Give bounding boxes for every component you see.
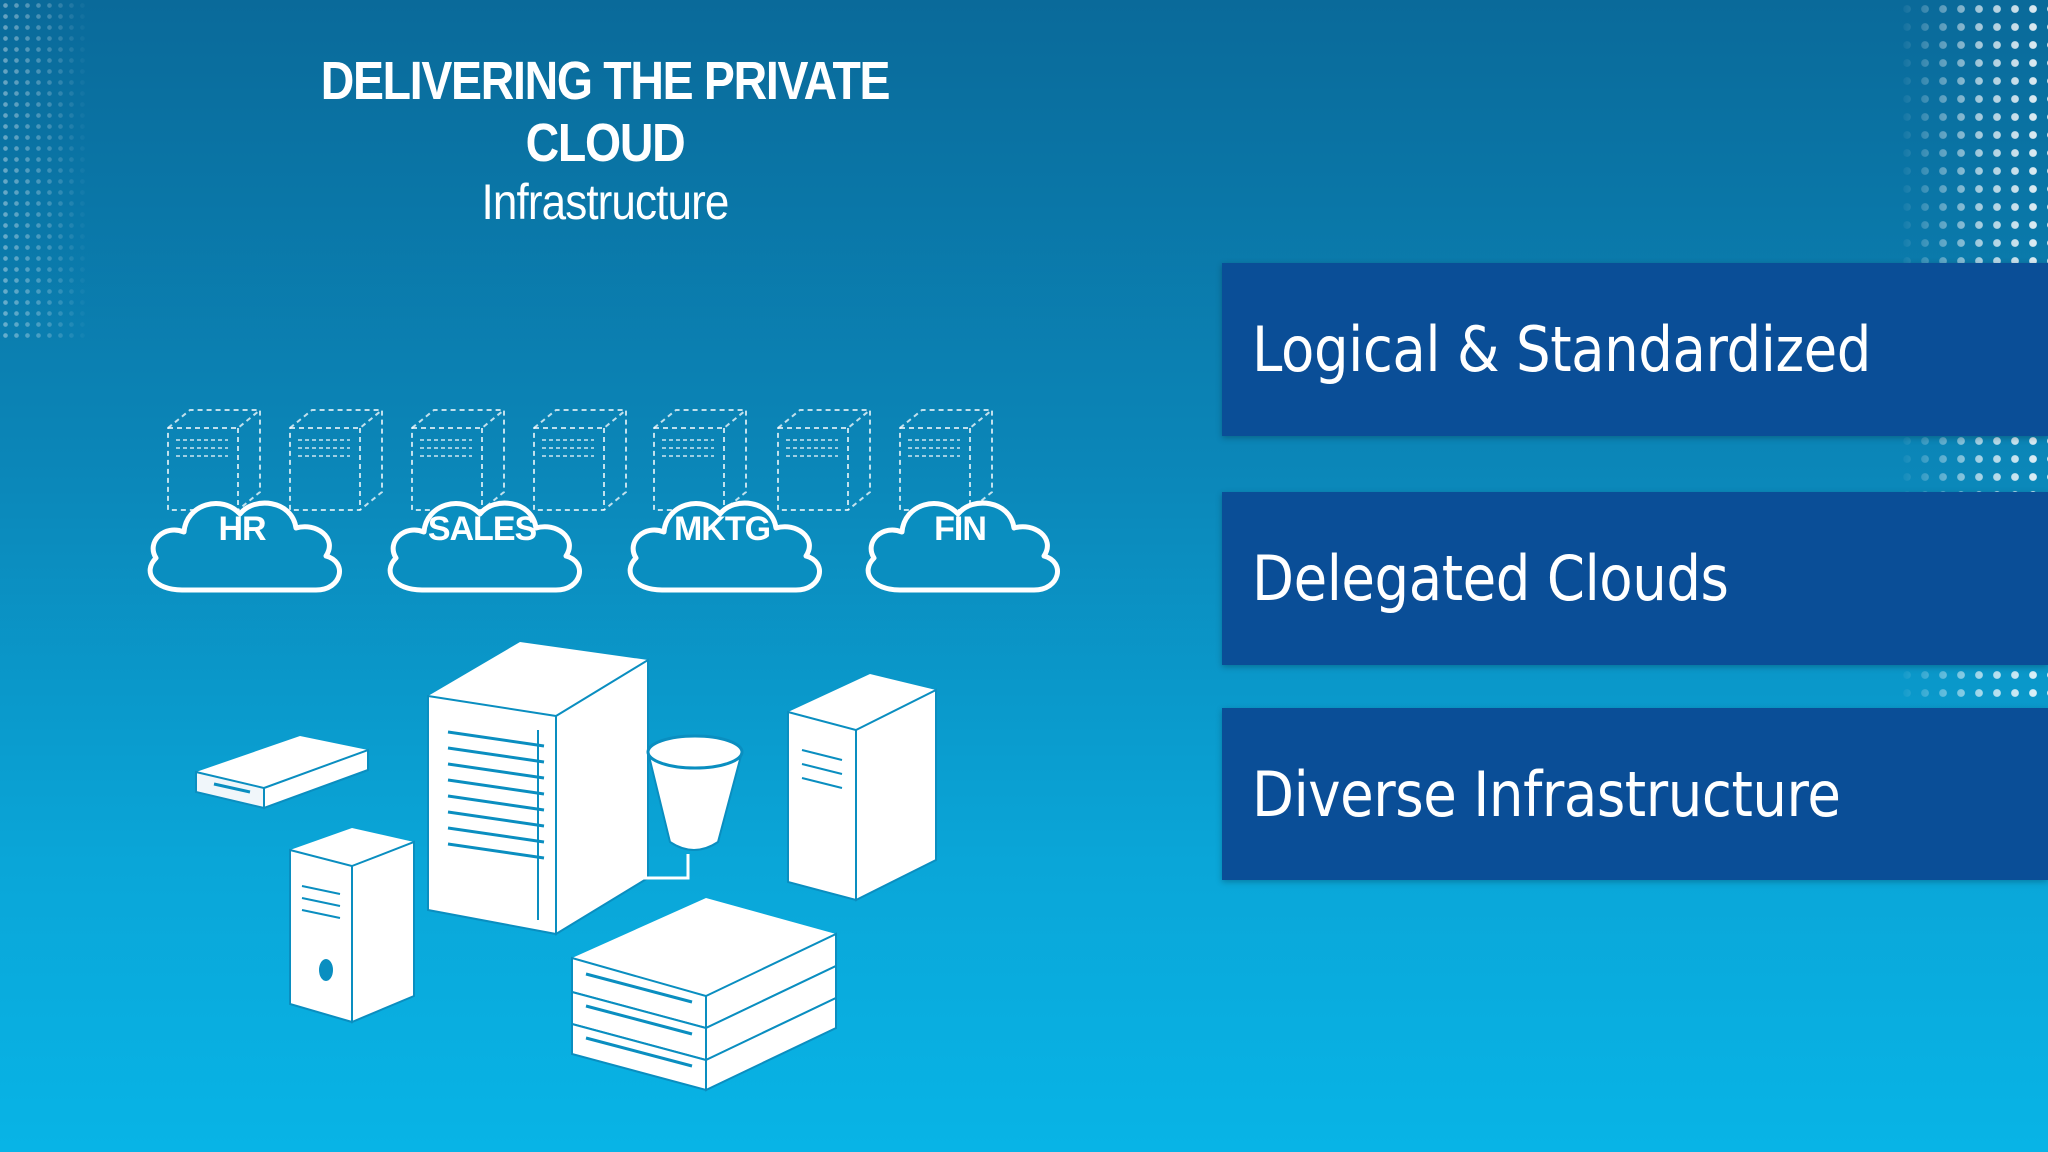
title-block: DELIVERING THE PRIVATE CLOUD Infrastruct… — [190, 50, 1020, 230]
server-tower-icon — [289, 828, 415, 1024]
feature-panel-delegated: Delegated Clouds — [1222, 492, 2048, 665]
cloud-icon: SALES — [390, 503, 579, 590]
slide-title: DELIVERING THE PRIVATE CLOUD — [320, 51, 891, 173]
cloud-icon: HR — [150, 503, 339, 590]
virtual-server-icon — [899, 409, 993, 511]
virtual-server-icon — [777, 409, 871, 511]
feature-panel-logical: Logical & Standardized — [1222, 263, 2048, 436]
feature-panel-diverse: Diverse Infrastructure — [1222, 708, 2048, 880]
virtual-server-icon — [533, 409, 627, 511]
slide-subtitle: Infrastructure — [481, 174, 730, 230]
cloud-label-fin: FIN — [934, 510, 986, 548]
virtual-server-icon — [653, 409, 747, 511]
virtual-server-icon — [411, 409, 505, 511]
cloud-icon: FIN — [868, 503, 1057, 590]
cloud-label-hr: HR — [218, 510, 266, 548]
rack-server-icon — [195, 736, 369, 810]
server-tower-icon — [427, 642, 649, 936]
server-tower-icon — [787, 674, 937, 902]
decorative-dot-pattern-left — [0, 0, 90, 340]
virtual-server-icon — [289, 409, 383, 511]
cloud-label-mktg: MKTG — [674, 510, 770, 548]
infrastructure-illustration: HR SALES MKTG FIN — [0, 409, 1100, 1092]
feature-panel-label: Delegated Clouds — [1252, 542, 1729, 615]
cloud-label-sales: SALES — [428, 510, 537, 548]
feature-panel-label: Diverse Infrastructure — [1252, 757, 1841, 831]
storage-bucket-icon — [604, 734, 744, 880]
feature-panel-label: Logical & Standardized — [1252, 313, 1871, 386]
virtual-server-icon — [167, 409, 261, 511]
blade-server-stack-icon — [571, 898, 837, 1092]
cloud-icon: MKTG — [630, 503, 819, 590]
